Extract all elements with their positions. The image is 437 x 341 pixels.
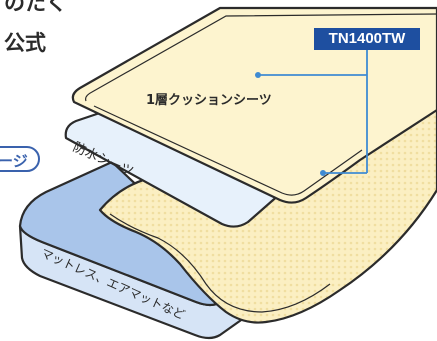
page-link-pill[interactable] [0, 146, 40, 172]
leader-dot-lower [320, 170, 326, 176]
heading-line1: のたく [4, 0, 67, 15]
cushion-sheet-layer [71, 6, 437, 204]
cushion-sheet-label: 1層クッションシーツ [146, 93, 272, 108]
model-label: TN1400TW [314, 28, 420, 50]
heading-line2: 公式 [4, 31, 46, 55]
label-leader-lines [255, 50, 368, 176]
page-link-text[interactable]: ージ [0, 152, 28, 170]
leader-dot-top [255, 72, 261, 78]
